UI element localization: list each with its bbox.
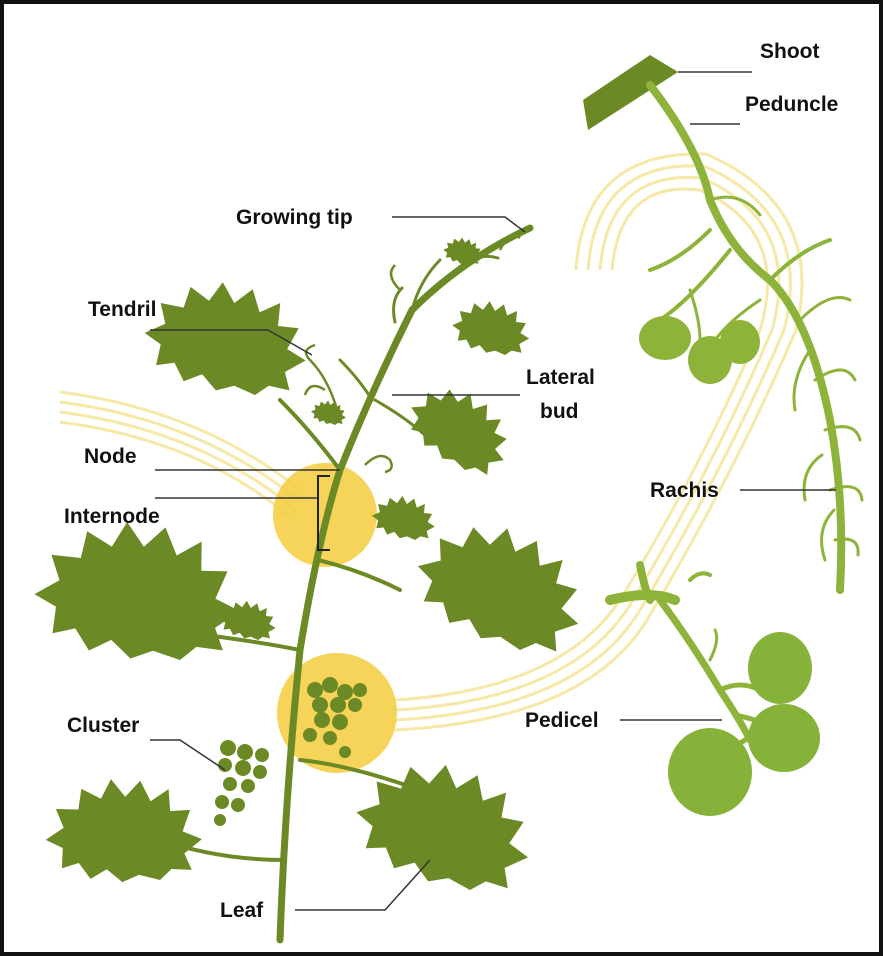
label-cluster: Cluster [67, 714, 139, 737]
label-tendril: Tendril [88, 298, 156, 321]
label-lateral-bud-line2: bud [540, 400, 578, 423]
label-shoot: Shoot [760, 40, 819, 63]
label-growing-tip: Growing tip [236, 206, 353, 229]
label-pedicel: Pedicel [525, 709, 599, 732]
label-rachis: Rachis [650, 479, 719, 502]
label-internode: Internode [64, 505, 160, 528]
leaf-leader [295, 860, 430, 910]
growing-tip-leader [392, 217, 525, 232]
vine-leaves [29, 238, 592, 899]
label-node: Node [84, 445, 137, 468]
shoot-section [583, 55, 678, 130]
label-leaf: Leaf [220, 899, 264, 922]
cluster-leader [150, 740, 225, 770]
label-lateral-bud-line1: Lateral [526, 366, 595, 389]
label-peduncle: Peduncle [745, 93, 838, 116]
